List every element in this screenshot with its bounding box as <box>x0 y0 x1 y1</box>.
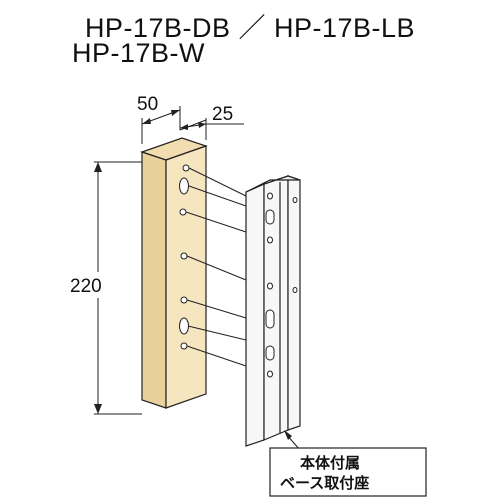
post-holes <box>179 164 190 350</box>
callout-box <box>269 447 427 497</box>
bracket-hole <box>292 197 298 203</box>
bracket-side-flange <box>245 183 265 447</box>
height-dimension <box>94 161 142 415</box>
bracket-hole <box>292 287 298 293</box>
callout-line-2: ベース取付座 <box>280 474 369 492</box>
bracket-slot <box>265 345 275 361</box>
height-label: 220 <box>70 276 102 297</box>
bracket-rear-flange <box>287 175 301 431</box>
bracket-hole <box>267 282 273 290</box>
depth-dimension <box>179 118 244 140</box>
callout-line-1: 本体付属 <box>300 454 360 472</box>
title-line-1: HP-17B-DB ／ HP-17B-LB <box>84 13 416 43</box>
bracket-hole <box>267 370 273 378</box>
title-line-2: HP-17B-W <box>72 38 206 68</box>
bracket-holes <box>265 192 298 378</box>
bracket-top <box>245 175 301 193</box>
width-dimension <box>141 106 181 144</box>
width-label: 50 <box>137 94 158 115</box>
post-hole <box>179 208 187 216</box>
post-hole <box>182 164 190 172</box>
bracket-slot <box>265 209 275 225</box>
callout-leader <box>284 430 301 451</box>
alignment-lines <box>185 167 247 367</box>
bracket-hole <box>267 192 273 200</box>
post-side-face <box>141 151 167 409</box>
post-hole <box>180 252 188 260</box>
wood-post <box>140 137 208 409</box>
bracket-hole <box>267 236 273 244</box>
post-hole-oval <box>179 317 189 335</box>
bracket-slot <box>265 309 275 329</box>
post-hole <box>180 296 188 304</box>
post-hole-oval <box>179 177 189 195</box>
post-front-face <box>165 145 207 409</box>
post-hole <box>180 342 188 350</box>
depth-label: 25 <box>212 104 233 125</box>
